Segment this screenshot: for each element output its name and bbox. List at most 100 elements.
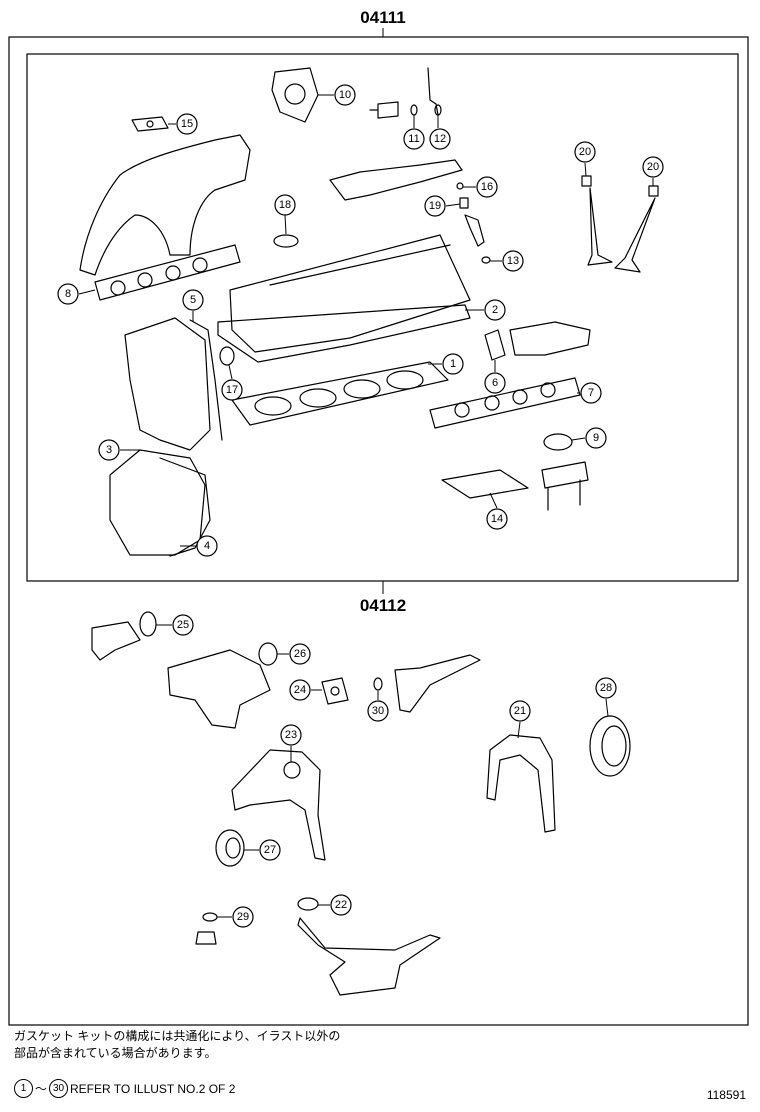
- callout-3: 3: [98, 439, 140, 461]
- crankshaft-rear-seal: [589, 715, 631, 777]
- svg-text:1: 1: [450, 358, 456, 370]
- svg-text:10: 10: [339, 89, 351, 101]
- drain-plug: [195, 931, 217, 945]
- exhaust-pipe-flange: [541, 461, 589, 511]
- svg-text:13: 13: [507, 255, 519, 267]
- svg-text:21: 21: [514, 705, 526, 717]
- svg-text:25: 25: [177, 619, 189, 631]
- svg-text:18: 18: [279, 199, 291, 211]
- group-04111-frame: [26, 53, 739, 582]
- gasket-port: [165, 265, 181, 281]
- outlet-gasket: [271, 67, 319, 123]
- head-gasket-bore: [254, 396, 292, 416]
- oil-filler-seal: [273, 234, 299, 248]
- callout-20a: 20: [574, 141, 596, 177]
- group-code-upper: 04111: [360, 8, 405, 27]
- exhaust-gasket-port: [484, 395, 500, 411]
- svg-text:20: 20: [579, 146, 591, 158]
- callout-1: 1: [428, 353, 464, 375]
- refer-range-start: 1: [14, 1079, 33, 1098]
- callout-15: 15: [168, 113, 198, 135]
- timing-cover-upper: [124, 317, 211, 451]
- o-ring: [410, 104, 418, 116]
- svg-text:15: 15: [181, 118, 193, 130]
- svg-text:17: 17: [226, 384, 238, 396]
- gasket-port: [110, 280, 126, 296]
- callout-18: 18: [274, 194, 296, 235]
- callout-5: 5: [182, 289, 204, 322]
- callout-20b: 20: [642, 156, 664, 186]
- illustration-number: 118591: [706, 1088, 746, 1102]
- head-gasket-bore: [299, 388, 337, 408]
- outlet-gasket-hole: [284, 83, 306, 105]
- callout-25: 25: [156, 614, 194, 636]
- svg-text:30: 30: [372, 705, 384, 717]
- callout-16: 16: [463, 176, 498, 198]
- svg-text:22: 22: [335, 899, 347, 911]
- svg-text:14: 14: [491, 513, 503, 525]
- intake-manifold: [79, 134, 251, 276]
- exhaust-valve: [614, 197, 656, 273]
- callout-26: 26: [277, 643, 311, 665]
- svg-text:8: 8: [65, 288, 71, 300]
- valve-cover-gasket: [217, 304, 471, 363]
- svg-text:4: 4: [204, 540, 210, 552]
- crankshaft-rear-seal-inner: [601, 725, 627, 767]
- intake-manifold-gasket: [94, 244, 241, 301]
- callout-6: 6: [484, 360, 506, 394]
- exhaust-gasket-port: [454, 402, 470, 418]
- svg-text:20: 20: [647, 161, 659, 173]
- svg-text:5: 5: [190, 294, 196, 306]
- rear-seal-retainer-gasket: [486, 734, 556, 833]
- small-flange-gasket: [131, 116, 169, 132]
- thermostat-gasket: [321, 677, 349, 705]
- injector: [464, 214, 485, 247]
- exhaust-flange-gasket: [484, 329, 506, 361]
- timing-cover-lower: [109, 449, 206, 556]
- callout-2: 2: [465, 299, 506, 321]
- head-gasket-bore: [343, 379, 381, 399]
- callout-11: 11: [403, 115, 425, 150]
- svg-text:9: 9: [593, 432, 599, 444]
- svg-text:28: 28: [600, 682, 612, 694]
- svg-text:27: 27: [264, 844, 276, 856]
- callout-7: 7: [577, 382, 602, 404]
- valve-cover-ridge: [269, 244, 451, 286]
- callout-24: 24: [289, 679, 322, 701]
- water-inlet-gasket: [139, 611, 157, 637]
- refer-note: 1 ～ 30 REFER TO ILLUST NO.2 OF 2: [14, 1079, 235, 1098]
- intake-valve: [587, 187, 613, 266]
- exhaust-gasket-port: [512, 389, 528, 405]
- fuel-rail: [329, 159, 463, 201]
- callout-29: 29: [217, 906, 254, 928]
- injector-seat: [459, 197, 469, 209]
- svg-text:23: 23: [285, 729, 297, 741]
- exhaust-pipe-gasket: [441, 469, 529, 499]
- gasket-port: [137, 272, 153, 288]
- oil-pipe: [394, 654, 481, 713]
- callout-10: 10: [318, 84, 356, 106]
- kit-note-line-2: 部品が含まれている場合があります。: [14, 1046, 217, 1060]
- callout-22: 22: [318, 894, 352, 916]
- svg-text:3: 3: [106, 444, 112, 456]
- injector-seal: [481, 256, 491, 264]
- drain-plug-gasket: [202, 912, 218, 922]
- exhaust-gasket-port: [540, 382, 556, 398]
- svg-text:19: 19: [429, 200, 441, 212]
- small-flange-hole: [146, 120, 154, 128]
- oil-strainer: [297, 917, 441, 996]
- timing-cover-gasket: [189, 319, 223, 441]
- sensor: [369, 101, 399, 119]
- exhaust-manifold: [509, 321, 591, 356]
- svg-text:29: 29: [237, 911, 249, 923]
- callout-8: 8: [57, 283, 96, 305]
- cylinder-head-gasket: [231, 361, 449, 426]
- callout-27: 27: [244, 839, 281, 861]
- svg-text:7: 7: [588, 387, 594, 399]
- callout-13: 13: [490, 250, 524, 272]
- callout-28: 28: [595, 677, 617, 717]
- exhaust-manifold-gasket: [429, 377, 581, 429]
- valve-stem-seal: [648, 185, 659, 197]
- crankshaft-front-seal: [215, 829, 245, 867]
